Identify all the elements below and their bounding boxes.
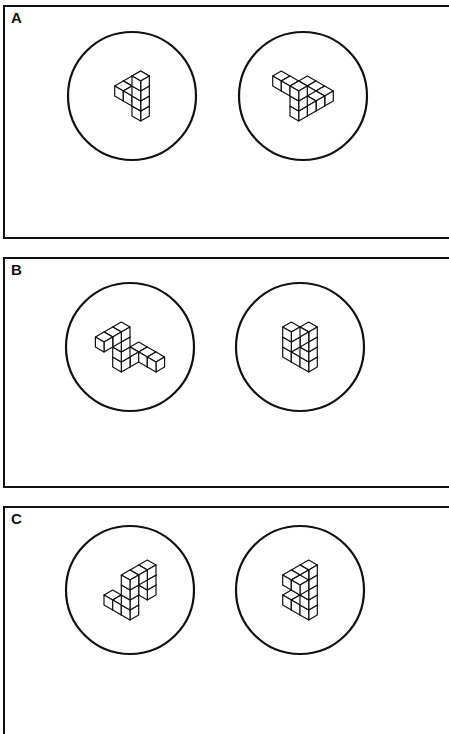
cube-figure (115, 71, 150, 121)
cube-face (95, 337, 104, 352)
cube-face (283, 575, 292, 590)
cube-face (147, 565, 156, 580)
cube-face (156, 357, 165, 372)
cube-face (121, 327, 130, 342)
figure-panel: C (3, 506, 449, 734)
cube-face (291, 327, 300, 342)
cube-figure (273, 71, 334, 121)
figure-circle (68, 32, 196, 160)
cube-face (291, 600, 300, 615)
cube-face (309, 565, 318, 580)
cube-face (307, 101, 316, 116)
cube-face (130, 575, 139, 590)
cube-face (121, 575, 130, 590)
cube-face (123, 91, 132, 106)
cube-face (273, 76, 282, 91)
panel-letter: C (11, 511, 22, 526)
cube-face (132, 76, 141, 91)
figure-panel: A (3, 5, 449, 239)
cube-face (147, 357, 156, 372)
cube-face (283, 327, 292, 342)
cube-face (113, 600, 122, 615)
cube-face (309, 327, 318, 342)
cube-face (300, 332, 309, 347)
cube-figure (95, 322, 164, 372)
cube-face (130, 352, 139, 367)
cube-face (299, 86, 308, 101)
figure-panel: B (3, 257, 449, 488)
cube-face (139, 352, 148, 367)
figure-circle (236, 283, 364, 411)
cube-face (283, 595, 292, 610)
cube-face (141, 76, 150, 91)
panel-letter: B (11, 262, 22, 277)
figure-circle (239, 32, 367, 160)
cube-figure (283, 560, 318, 620)
cube-figure (104, 560, 156, 620)
cube-face (104, 337, 113, 352)
cube-face (291, 352, 300, 367)
figure-circle (66, 526, 194, 654)
cube-face (113, 332, 122, 347)
cube-face (115, 86, 124, 101)
panel-letter: A (11, 10, 22, 25)
figure-circle (236, 526, 364, 654)
cube-face (104, 595, 113, 610)
cube-face (325, 91, 334, 106)
figure-circle (66, 283, 194, 411)
cube-face (281, 81, 290, 96)
cube-face (316, 96, 325, 111)
cube-face (300, 580, 309, 595)
cube-face (139, 570, 148, 585)
cube-figure (283, 322, 318, 372)
cube-face (291, 580, 300, 595)
cube-face (290, 86, 299, 101)
